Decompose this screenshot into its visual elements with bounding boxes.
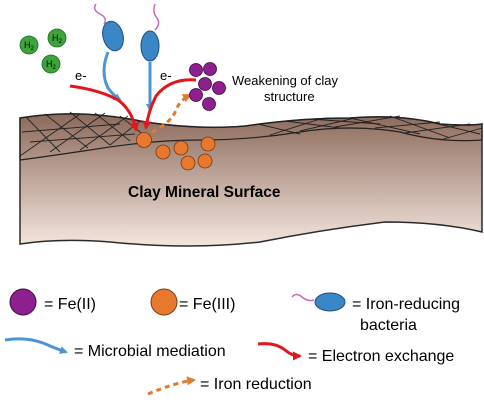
legend-electron-exchange: = Electron exchange [257,342,454,365]
legend-fe2: = Fe(II) [9,288,96,316]
svg-text:= Iron-reducing: = Iron-reducing [352,296,460,313]
svg-text:= Electron exchange: = Electron exchange [308,348,454,365]
fe3-particles-clay [136,132,216,171]
clay-surface-label: Clay Mineral Surface [128,184,281,201]
clay-mineral-block [19,113,483,247]
electron-exchange-arrow-right [142,78,197,130]
weakening-label: Weakening of clay [232,73,338,88]
svg-text:= Fe(III): = Fe(III) [179,296,235,313]
svg-text:H2: H2 [24,40,35,52]
hydrogen-molecule: H2 [19,35,39,55]
microbial-mediation-arrow-left [102,51,122,102]
legend-fe3: = Fe(III) [150,288,235,316]
legend: = Fe(II) = Fe(III) = Iron-reducing bacte… [4,288,460,396]
clay-layer-hatching [19,111,483,161]
legend-iron-reduction: = Iron reduction [147,376,312,396]
electron-label-left: e- [75,68,87,83]
hydrogen-molecule: H2 [47,28,67,48]
svg-text:= Iron reduction: = Iron reduction [200,376,312,393]
svg-text:bacteria: bacteria [360,317,417,334]
legend-bacteria: = Iron-reducing bacteria [291,292,460,334]
electron-label-right: e- [160,68,172,83]
fe2-particles-released [189,62,226,111]
legend-microbial-mediation: = Microbial mediation [4,337,226,360]
iron-reduction-arrow [151,93,192,134]
iron-reducing-bacterium-left [93,3,124,52]
svg-text:= Fe(II): = Fe(II) [44,296,96,313]
hydrogen-molecule: H2 [41,54,61,74]
svg-text:H2: H2 [52,33,63,45]
svg-text:H2: H2 [46,59,57,71]
weakening-label-line2: structure [264,89,315,104]
electron-exchange-arrow-left [69,84,140,132]
svg-text:= Microbial mediation: = Microbial mediation [74,343,226,360]
iron-reducing-bacterium-right [140,3,160,62]
